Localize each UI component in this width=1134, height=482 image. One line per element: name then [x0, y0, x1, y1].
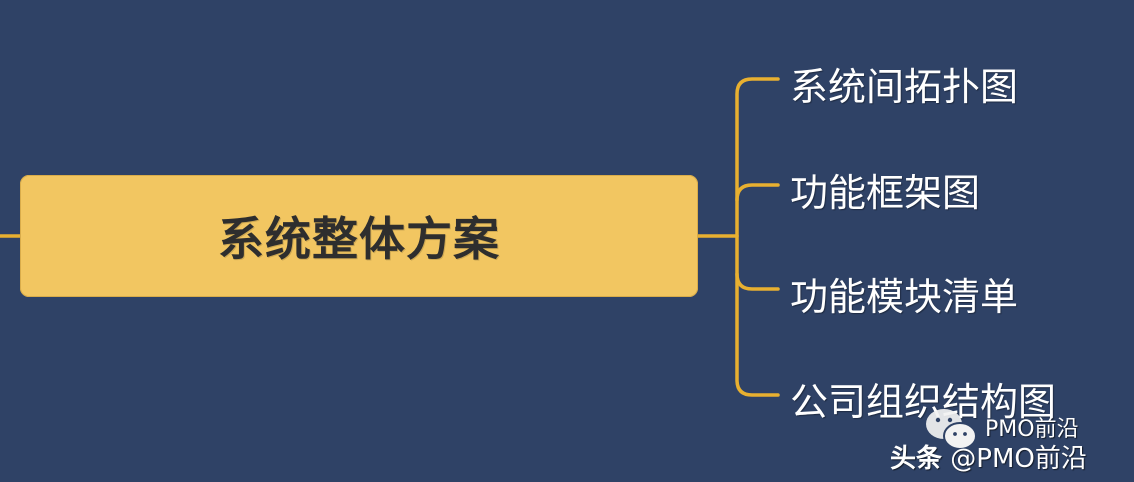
child-node-module-list[interactable]: 功能模块清单 [790, 275, 1019, 319]
watermark-handle-prefix: 头条 [890, 444, 943, 474]
wechat-icon [926, 409, 977, 450]
child-node-topology[interactable]: 系统间拓扑图 [790, 65, 1019, 109]
branch-connector-2 [735, 183, 780, 202]
watermark-brand: PMO前沿 [985, 417, 1079, 442]
child-node-function-framework[interactable]: 功能框架图 [790, 171, 981, 215]
root-node[interactable]: 系统整体方案 [20, 175, 698, 297]
watermark-handle-name: @PMO前沿 [950, 444, 1087, 474]
branch-connector-3 [735, 272, 780, 291]
watermark-handle: 头条 @PMO前沿 [890, 438, 1087, 475]
root-node-label: 系统整体方案 [218, 212, 500, 266]
trunk-connector [735, 77, 780, 397]
child-node-org-chart[interactable]: 公司组织结构图 [790, 380, 1057, 424]
